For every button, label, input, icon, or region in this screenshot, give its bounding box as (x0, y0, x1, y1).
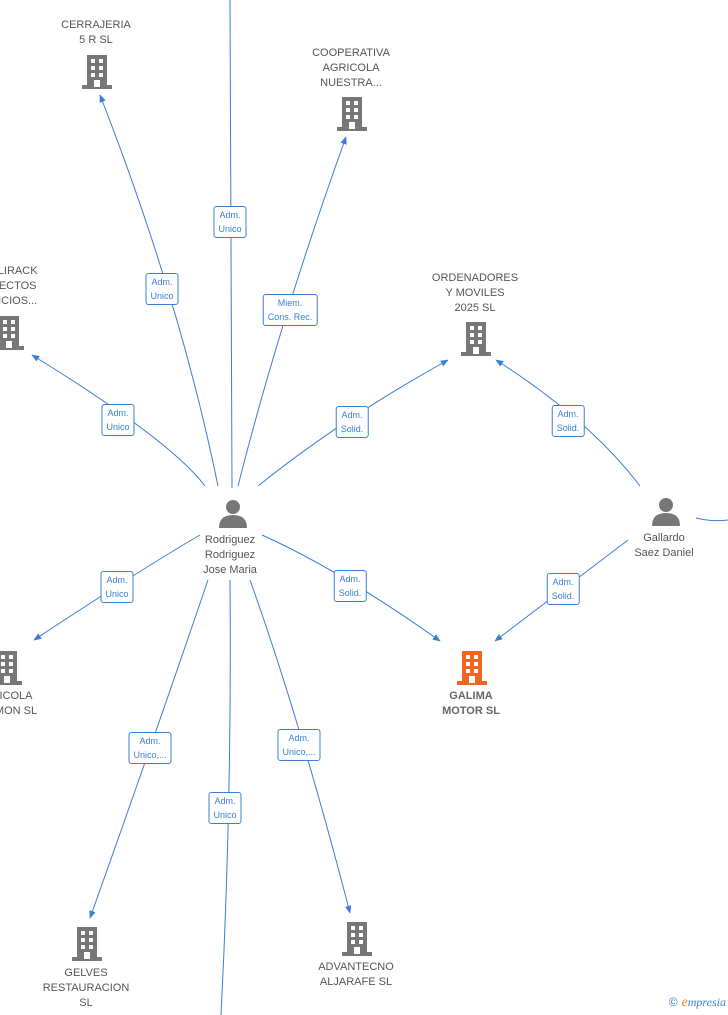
relation-line: Adm. (106, 575, 128, 585)
relation-line: Unico (213, 810, 237, 820)
relation-line: Adm. (139, 736, 161, 746)
label-line: COOPERATIVA (312, 47, 390, 59)
node-label-gelves[interactable]: GELVES RESTAURACION SL (43, 966, 130, 1011)
label-line: YECTOS (0, 280, 37, 292)
node-label-agricola[interactable]: ICOLA MON SL (0, 689, 37, 719)
relation-line: Solid. (338, 588, 362, 598)
label-line: GELVES (64, 967, 108, 979)
relation-line: Adm. (288, 733, 310, 743)
node-label-rodriguez[interactable]: Rodriguez Rodriguez Jose Maria (203, 533, 257, 578)
label-line: Saez Daniel (634, 547, 694, 559)
building-icon[interactable] (0, 316, 24, 350)
label-line: 2025 SL (454, 302, 496, 314)
person-icon[interactable] (651, 496, 681, 526)
node-label-cerrajeria[interactable]: CERRAJERIA 5 R SL (61, 18, 131, 48)
relation-line: Solid. (551, 591, 575, 601)
edge-alirack (31, 354, 206, 487)
node-label-alirack[interactable]: ALIRACK YECTOS VICIOS... (0, 264, 38, 309)
relation-line: Adm. (341, 410, 363, 420)
label-line: ORDENADORES (431, 272, 519, 284)
node-label-cooperativa[interactable]: COOPERATIVA AGRICOLA NUESTRA... (312, 46, 390, 91)
brand-initial: e (681, 995, 688, 1010)
node-label-advantecno[interactable]: ADVANTECNO ALJARAFE SL (318, 960, 394, 990)
relation-line: Adm. (552, 577, 574, 587)
label-line: NUESTRA... (320, 77, 382, 89)
node-label-gallardo[interactable]: Gallardo Saez Daniel (634, 531, 693, 561)
label-line: Rodriguez (204, 549, 256, 561)
edge-top (229, 0, 233, 489)
label-line: 5 R SL (79, 34, 113, 46)
relation-badge-gelves[interactable]: Adm. Unico,... (128, 732, 172, 764)
building-icon[interactable] (0, 651, 22, 685)
relation-line: Unico (105, 589, 129, 599)
brand-name: mpresia (687, 995, 726, 1009)
relation-badge-alirack[interactable]: Adm. Unico (101, 404, 135, 436)
relation-line: Adm. (557, 409, 579, 419)
relation-line: Miem. (277, 298, 303, 308)
edge-gallardo-right (695, 517, 728, 522)
label-line: Jose Maria (203, 564, 257, 576)
label-line: SL (79, 997, 93, 1009)
relation-line: Adm. (214, 796, 236, 806)
person-icon[interactable] (218, 498, 248, 528)
relation-line: Unico (150, 291, 174, 301)
relation-badge-top[interactable]: Adm. Unico (213, 206, 247, 238)
relation-badge-cerrajeria[interactable]: Adm. Unico (145, 273, 179, 305)
label-line: RESTAURACION (42, 982, 130, 994)
relation-badge-advantecno[interactable]: Adm. Unico,... (277, 729, 321, 761)
label-line: ADVANTECNO (318, 961, 394, 973)
building-icon[interactable] (342, 922, 372, 956)
relation-line: Adm. (151, 277, 173, 287)
node-label-galima[interactable]: GALIMA MOTOR SL (442, 689, 500, 719)
building-icon[interactable] (82, 55, 112, 89)
relation-badge-ordenadores-rodriguez[interactable]: Adm. Solid. (335, 406, 369, 438)
relation-line: Solid. (340, 424, 364, 434)
relation-line: Unico,... (282, 747, 316, 757)
label-line: Gallardo (643, 532, 685, 544)
building-icon[interactable] (461, 322, 491, 356)
relation-line: Adm. (219, 210, 241, 220)
node-label-ordenadores[interactable]: ORDENADORES Y MOVILES 2025 SL (432, 271, 518, 316)
relation-badge-cooperativa[interactable]: Miem. Cons. Rec. (262, 294, 318, 326)
label-line: CERRAJERIA (61, 19, 131, 31)
relation-badge-galima-rodriguez[interactable]: Adm. Solid. (333, 570, 367, 602)
label-line: GALIMA (449, 690, 493, 702)
relation-line: Solid. (556, 423, 580, 433)
label-line: MOTOR SL (442, 705, 500, 717)
label-line: AGRICOLA (322, 62, 380, 74)
relation-line: Unico (218, 224, 242, 234)
label-line: ALIRACK (0, 265, 38, 277)
relation-line: Cons. Rec. (267, 312, 313, 322)
building-icon-highlighted[interactable] (457, 651, 487, 685)
building-icon[interactable] (72, 927, 102, 961)
relation-line: Adm. (339, 574, 361, 584)
relation-line: Unico,... (133, 750, 167, 760)
relation-badge-ordenadores-gallardo[interactable]: Adm. Solid. (551, 405, 585, 437)
label-line: Y MOVILES (445, 287, 505, 299)
relation-line: Adm. (107, 408, 129, 418)
relation-badge-galima-gallardo[interactable]: Adm. Solid. (546, 573, 580, 605)
label-line: MON SL (0, 705, 38, 717)
brand-watermark: ©empresia (669, 995, 726, 1011)
building-icon[interactable] (337, 97, 367, 131)
label-line: ALJARAFE SL (319, 976, 393, 988)
relation-badge-bottom[interactable]: Adm. Unico (208, 792, 242, 824)
relation-line: Unico (106, 422, 130, 432)
label-line: Rodriguez (204, 534, 256, 546)
copyright-symbol: © (668, 995, 678, 1009)
label-line: VICIOS... (0, 295, 38, 307)
label-line: ICOLA (0, 690, 33, 702)
relation-badge-agricola[interactable]: Adm. Unico (100, 571, 134, 603)
